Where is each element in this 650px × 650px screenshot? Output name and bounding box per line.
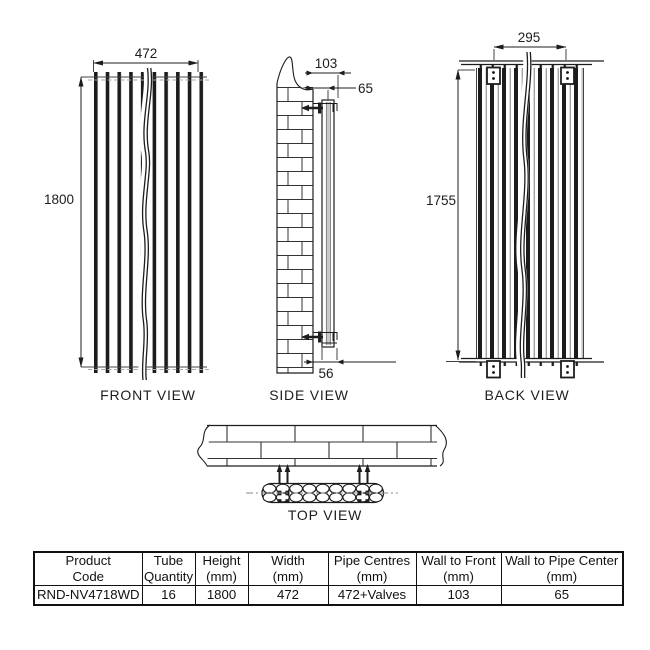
cell-height: 1800 bbox=[194, 584, 249, 606]
side-wall-to-back-dimension: 56 bbox=[304, 348, 396, 381]
cell-tube-quantity: 16 bbox=[141, 584, 196, 606]
top-wall-bricks bbox=[207, 425, 437, 466]
col-header-width: Width(mm) bbox=[247, 551, 329, 586]
side-top-bracket bbox=[301, 102, 338, 114]
side-wall-to-front-value: 103 bbox=[315, 56, 338, 71]
col-header-wall-to-pipe-center: Wall to Pipe Center(mm) bbox=[500, 551, 624, 586]
top-view-label: TOP VIEW bbox=[288, 507, 362, 523]
side-view-label: SIDE VIEW bbox=[269, 387, 349, 403]
front-width-dimension: 472 bbox=[93, 46, 199, 72]
back-bracket-height-value: 1755 bbox=[426, 193, 456, 208]
top-view-drawing: TOP VIEW bbox=[197, 424, 447, 523]
front-height-value: 1800 bbox=[44, 192, 74, 207]
front-width-value: 472 bbox=[135, 46, 158, 61]
front-break-line bbox=[137, 67, 153, 381]
front-view-drawing: 472 1800 FRONT VIEW bbox=[44, 46, 210, 403]
side-view-drawing: 103 65 56 SIDE VIEW bbox=[269, 56, 396, 403]
back-bracket-height-dimension: 1755 bbox=[426, 69, 476, 362]
front-height-dimension: 1800 bbox=[44, 76, 84, 368]
cell-width: 472 bbox=[247, 584, 329, 606]
back-view-drawing: 295 1755 BACK VIEW bbox=[426, 30, 604, 403]
col-header-pipe-centres: Pipe Centres(mm) bbox=[327, 551, 417, 586]
side-wall-to-front-dimension: 103 bbox=[305, 56, 351, 98]
top-bracket-arrowheads bbox=[276, 464, 371, 472]
col-header-height: Height(mm) bbox=[194, 551, 249, 586]
cell-wall-to-pipe-center: 65 bbox=[500, 584, 624, 606]
side-radiator-profile bbox=[321, 99, 335, 348]
back-break-line bbox=[516, 51, 532, 379]
cell-pipe-centres: 472+Valves bbox=[327, 584, 417, 606]
cell-wall-to-front: 103 bbox=[415, 584, 502, 606]
side-wall-bricks bbox=[277, 87, 313, 373]
back-tubes bbox=[478, 68, 583, 358]
cell-product-code: RND-NV4718WD bbox=[33, 584, 143, 606]
back-bracket-centres-dimension: 295 bbox=[493, 30, 567, 60]
back-bracket-centres-value: 295 bbox=[518, 30, 541, 45]
side-bottom-bracket bbox=[301, 331, 338, 344]
col-header-wall-to-front: Wall to Front(mm) bbox=[415, 551, 502, 586]
spec-table-data-row: RND-NV4718WD 16 1800 472 472+Valves 103 … bbox=[33, 584, 624, 606]
front-view-label: FRONT VIEW bbox=[100, 387, 196, 403]
side-wall-to-back-value: 56 bbox=[318, 366, 333, 381]
side-wall-to-pipe-value: 65 bbox=[358, 81, 373, 96]
back-view-label: BACK VIEW bbox=[485, 387, 570, 403]
back-bracket-screws bbox=[492, 71, 569, 374]
back-wall-brackets bbox=[486, 66, 575, 379]
side-wall-to-pipe-dimension: 65 bbox=[305, 81, 373, 101]
